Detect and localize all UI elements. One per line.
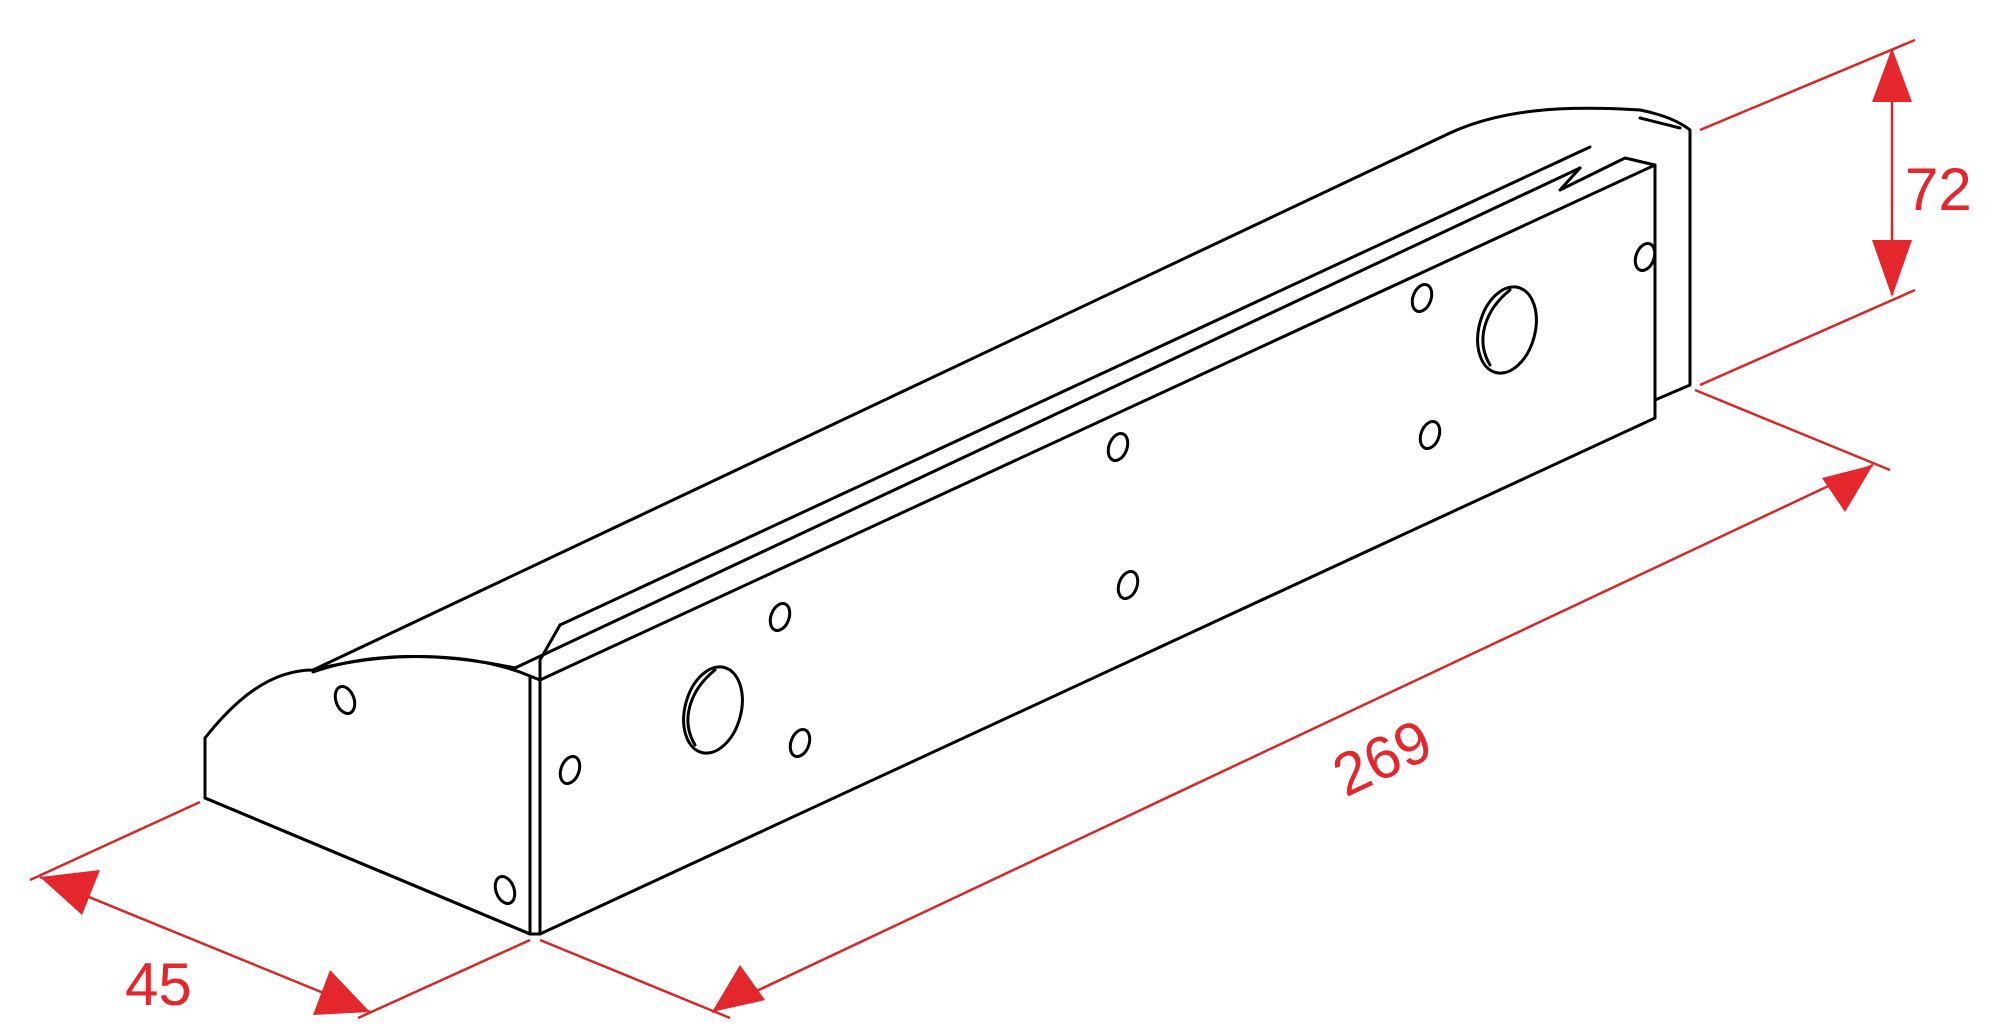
dimension-line [39, 875, 371, 1014]
dimension-length-label: 269 [1323, 706, 1442, 809]
back-end-cap [1448, 106, 1692, 402]
arrowhead-icon [1872, 48, 1912, 102]
hole-icon [768, 601, 792, 633]
bracket-part [203, 106, 1692, 936]
hole-icon [1410, 282, 1434, 314]
rail-step-front [538, 623, 562, 682]
extension-line [357, 938, 531, 1020]
hole-icon [788, 727, 812, 759]
arrowhead-icon [313, 970, 370, 1015]
front-face-panel [538, 163, 1657, 936]
hole-icon [558, 754, 582, 786]
top-rail-edge [513, 166, 1582, 670]
extension-line [539, 938, 731, 1020]
arrowhead-icon [40, 870, 100, 915]
dimension-depth: 45 [29, 800, 531, 1020]
large-hole-inner-arc [1481, 288, 1512, 367]
arrowhead-icon [712, 965, 765, 1012]
extension-line [1699, 288, 1916, 387]
arrowhead-icon [1872, 240, 1912, 297]
bottom-front-edge [203, 796, 532, 936]
arrowhead-icon [1822, 465, 1873, 512]
large-hole-inner-arc [686, 668, 717, 747]
extension-line [1699, 38, 1916, 132]
extension-line [1694, 388, 1891, 472]
dimension-depth-label: 45 [125, 951, 192, 1018]
top-back-edge [311, 131, 1452, 672]
dimension-height: 72 [1699, 38, 1972, 387]
back-cap-inner [1638, 116, 1682, 130]
hole-icon [1116, 569, 1140, 601]
front-cap-top-arc [311, 654, 517, 674]
hole-icon [1633, 241, 1657, 273]
dimension-line [711, 463, 1874, 1014]
extension-line [29, 800, 201, 882]
front-face-edge [528, 674, 542, 936]
front-end-cap [203, 655, 532, 936]
rail-step-back [1558, 156, 1657, 192]
hole-icon [493, 874, 517, 906]
hole-icon [1106, 431, 1130, 463]
hole-icon [333, 684, 357, 716]
hole-icon [1418, 419, 1442, 451]
top-rail-inner-edge [558, 145, 1592, 627]
dimension-height-label: 72 [1905, 156, 1972, 223]
